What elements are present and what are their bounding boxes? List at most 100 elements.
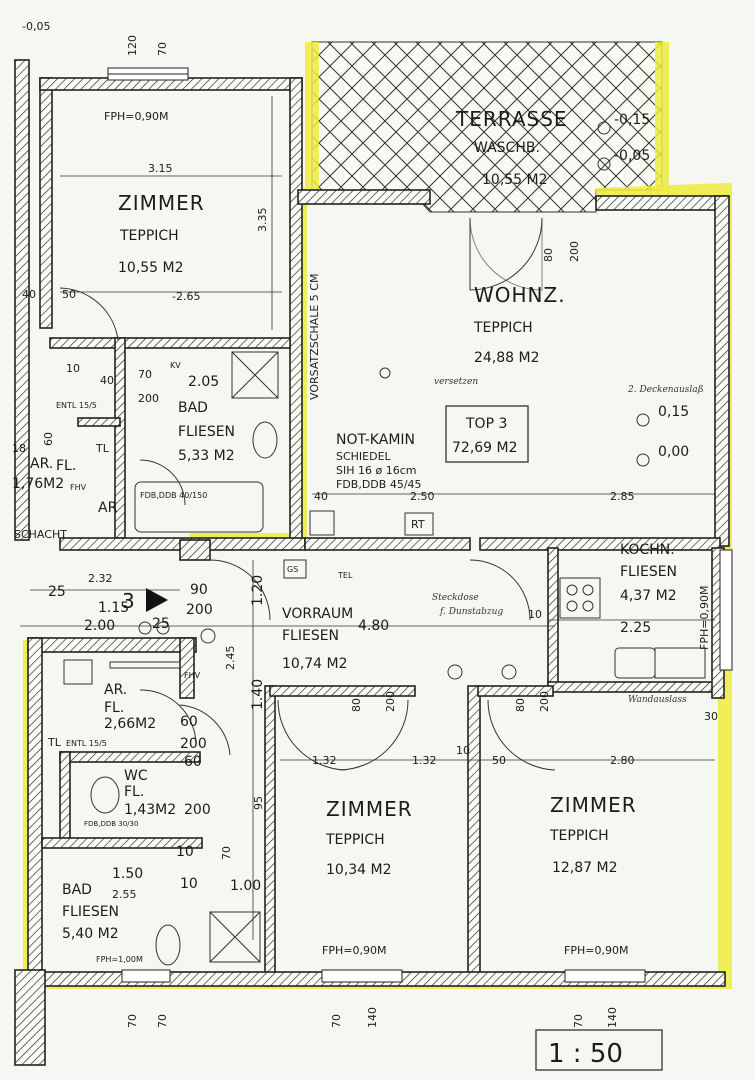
ar2-dim-60: 60 <box>180 714 198 730</box>
zimmer3-dim1: 50 <box>492 754 506 767</box>
terrasse-level-2: -0,05 <box>614 148 650 164</box>
zimmer1-dim-40: 40 <box>22 288 36 301</box>
vorraum-dim-90: 90 <box>190 582 208 598</box>
wohnz-door-dim-80: 80 <box>542 248 555 262</box>
bottom-dim-right-1: 70 <box>572 1014 585 1028</box>
ar2-tl: TL <box>47 736 62 749</box>
zimmer3-door-200: 200 <box>538 691 551 712</box>
top-box <box>445 405 529 463</box>
bad2-floor: FLIESEN <box>62 904 119 920</box>
bad2-area: 5,40 M2 <box>62 926 119 942</box>
zimmer3-name: ZIMMER <box>550 793 637 817</box>
zimmer2-area: 10,34 M2 <box>326 862 392 878</box>
kochn-floor: FLIESEN <box>620 564 677 580</box>
ar1-dim-18: 18 <box>12 442 26 455</box>
ar1-floor: FL. <box>56 458 76 474</box>
top-area: 72,69 M2 <box>452 440 518 456</box>
vorraum-dim-480: 4.80 <box>358 618 389 634</box>
top-label: TOP 3 <box>465 416 507 432</box>
kamin-line3: FDB,DDB 45/45 <box>336 478 422 491</box>
zimmer3-door-80: 80 <box>514 698 527 712</box>
zimmer2-door-200: 200 <box>384 691 397 712</box>
wc-dim-10: 10 <box>180 876 198 892</box>
ar2-name: AR. <box>104 682 127 698</box>
zimmer1-dim-265: -2.65 <box>172 290 200 303</box>
terrasse-name: TERRASSE <box>455 107 568 131</box>
kamin-rt: RT <box>411 518 425 531</box>
entrance-arrow <box>146 588 168 612</box>
bad2-dim2: 2.55 <box>112 888 137 901</box>
zimmer1-fph: FPH=0,90M <box>104 110 168 123</box>
windows <box>107 67 733 983</box>
wohnz-level-1: 0,15 <box>658 404 689 420</box>
ar1-fhv: FHV <box>70 483 87 492</box>
wc-note: FDB,DDB 30/30 <box>84 820 138 828</box>
ar1-name: AR. <box>30 456 53 472</box>
bad1-kv: KV <box>170 361 181 370</box>
zimmer3-dim2: 2.80 <box>610 754 635 767</box>
vorraum-dim-120: 1.20 <box>250 575 266 606</box>
vorraum-dim-3: 3 <box>122 589 136 613</box>
vorraum-dim-25: 25 <box>48 584 66 600</box>
zimmer3-area: 12,87 M2 <box>552 860 618 876</box>
ar1-area: 1,76M2 <box>12 476 64 492</box>
wc-name: WC <box>124 768 148 784</box>
vorraum-dim-140: 1.40 <box>250 679 266 710</box>
bottom-dim-left-1: 70 <box>126 1014 139 1028</box>
zimmer3-fph: FPH=0,90M <box>564 944 628 957</box>
zimmer2-name: ZIMMER <box>326 797 413 821</box>
zimmer1-floor: TEPPICH <box>119 228 179 244</box>
vorraum-dim-245: 2.45 <box>224 646 237 671</box>
wohnz-area: 24,88 M2 <box>474 350 540 366</box>
vorraum-name: VORRAUM <box>282 606 353 622</box>
kochn-dim-30: 30 <box>704 710 718 723</box>
zimmer2-door-80: 80 <box>350 698 363 712</box>
zimmer2-dim3: 10 <box>456 744 470 757</box>
bottom-dim-left-2: 70 <box>156 1014 169 1028</box>
wohnz-vorsatzschale: VORSATZSCHALE 5 CM <box>308 274 321 400</box>
vorraum-note-steckdose: Steckdose <box>432 593 479 603</box>
bad1-dim-40: 40 <box>100 374 114 387</box>
wohnz-name: WOHNZ. <box>474 283 566 307</box>
ar2-area: 2,66M2 <box>104 716 156 732</box>
vorraum-floor: FLIESEN <box>282 628 339 644</box>
vorraum-gs: GS <box>287 565 298 574</box>
bad1-note: FDB,DDB 40/150 <box>140 491 207 500</box>
wohnz-floor: TEPPICH <box>473 320 533 336</box>
wc-dim-60: 60 <box>184 754 202 770</box>
wc-dim-100: 1.00 <box>230 878 261 894</box>
dimension-lines <box>20 96 715 940</box>
wohnz-note-deckenauslass: 2. Deckenauslaß <box>627 385 704 395</box>
bad1-dim-200: 200 <box>138 392 159 405</box>
wc-dim-70: 70 <box>220 846 233 860</box>
ar2-fhv: FHV <box>184 671 201 680</box>
ar1-tl: TL <box>95 442 110 455</box>
ar1-ar: AR <box>98 500 118 516</box>
scale-box <box>535 1029 663 1071</box>
wc-floor: FL. <box>124 784 144 800</box>
vorraum-dim-200: 2.00 <box>84 618 115 634</box>
kochn-area: 4,37 M2 <box>620 588 677 604</box>
wc-area: 1,43M2 <box>124 802 176 818</box>
ar2-dim-200: 200 <box>180 736 207 752</box>
zimmer1-area: 10,55 M2 <box>118 260 184 276</box>
wc-dim-95: 95 <box>252 796 265 810</box>
kochn-note-wandauslass: Wandauslass <box>628 695 687 705</box>
zimmer2-fph: FPH=0,90M <box>322 944 386 957</box>
kochn-fph: FPH=0,90M <box>698 586 711 650</box>
walls <box>14 59 730 1066</box>
bad1-entl: ENTL 15/5 <box>56 401 97 410</box>
bad1-dim-70: 70 <box>138 368 152 381</box>
vorraum-area: 10,74 M2 <box>282 656 348 672</box>
bad1-floor: FLIESEN <box>178 424 235 440</box>
ar2-floor: FL. <box>104 700 124 716</box>
schacht-label: SCHACHT <box>14 528 67 541</box>
kamin-name: NOT-KAMIN <box>336 432 415 448</box>
wohnz-level-2: 0,00 <box>658 444 689 460</box>
kochn-name: KOCHN. <box>620 542 675 558</box>
bottom-dim-mid-2: 140 <box>366 1007 379 1028</box>
bad2-fph: FPH=1,00M <box>96 955 143 964</box>
bottom-dim-mid-1: 70 <box>330 1014 343 1028</box>
top-dim-70: 70 <box>156 42 169 56</box>
vorraum-dim-200b: 200 <box>186 602 213 618</box>
